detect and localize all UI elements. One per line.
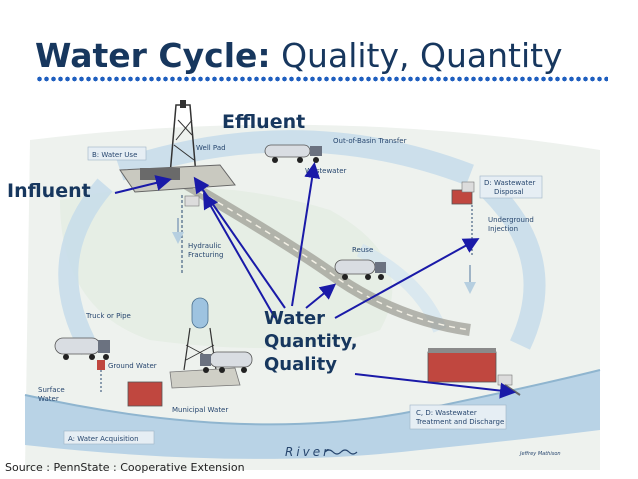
wastewater-label: Wastewater bbox=[305, 167, 347, 175]
title-bold: Water Cycle: bbox=[35, 36, 271, 75]
wq-line-2: Quantity, bbox=[264, 331, 358, 352]
arrow-influent-to-wellpad bbox=[114, 175, 172, 194]
river-wave-icon bbox=[324, 449, 358, 455]
arrow-quality-to-injection bbox=[334, 238, 480, 319]
flow-arrow-left bbox=[58, 178, 113, 355]
water-truck-left-icon bbox=[54, 337, 110, 360]
ground-patch bbox=[60, 187, 393, 348]
ground-water-label: Ground Water bbox=[108, 362, 157, 370]
well-pad-tanks bbox=[140, 168, 180, 180]
arrow-quality-to-pipe bbox=[203, 192, 276, 319]
effluent-label: Effluent bbox=[222, 111, 306, 133]
water-acquisition-tag bbox=[63, 430, 155, 445]
municipal-water-label: Municipal Water bbox=[172, 406, 228, 414]
fracturing-pipe-block bbox=[184, 195, 200, 207]
river bbox=[25, 370, 600, 459]
water-use-label: B: Water Use bbox=[92, 151, 137, 159]
flow-arrow-right bbox=[482, 182, 546, 350]
treatment-discharge-tag bbox=[409, 404, 507, 430]
out-of-basin-label: Out-of-Basin Transfer bbox=[333, 137, 407, 145]
river-label: River bbox=[285, 445, 331, 459]
arrow-quality-to-wastewater bbox=[291, 162, 321, 307]
municipal-tank-pad bbox=[169, 367, 241, 389]
road-centerline bbox=[179, 179, 471, 331]
intake-building-icon bbox=[127, 381, 163, 407]
water-acquisition-label: A: Water Acquisition bbox=[68, 435, 139, 443]
wastewater-disposal-tag bbox=[479, 175, 543, 199]
flow-arrow-top bbox=[116, 130, 474, 186]
artist-signature: Jeffrey Mathison bbox=[519, 451, 561, 457]
wq-line-1: Water bbox=[264, 308, 326, 329]
slide-title: Water Cycle: Quality, Quantity bbox=[35, 36, 563, 75]
wq-line-3: Quality bbox=[264, 354, 337, 375]
well-pad-label: Well Pad bbox=[196, 144, 226, 152]
water-quantity-quality-label: Water Quantity, Quality bbox=[264, 307, 358, 376]
source-caption: Source : PennState : Cooperative Extensi… bbox=[5, 461, 245, 474]
title-underline-dots bbox=[36, 76, 608, 82]
water-tower-icon bbox=[183, 297, 217, 371]
arrow-quality-to-reuse bbox=[305, 283, 337, 309]
river-edge bbox=[24, 369, 601, 426]
influent-label: Influent bbox=[7, 180, 91, 202]
out-of-basin-truck-icon bbox=[264, 144, 322, 163]
water-truck-right-icon bbox=[200, 351, 253, 373]
truck-or-pipe-label: Truck or Pipe bbox=[85, 312, 131, 320]
ground-water-well-icon bbox=[97, 360, 105, 370]
arrow-quality-to-treatment bbox=[354, 373, 516, 399]
title-rest: Quality, Quantity bbox=[270, 36, 563, 75]
reuse-label: Reuse bbox=[352, 246, 373, 254]
water-use-tag bbox=[87, 146, 147, 161]
reuse-truck-icon bbox=[334, 259, 386, 280]
disposal-building-icon bbox=[451, 181, 475, 205]
